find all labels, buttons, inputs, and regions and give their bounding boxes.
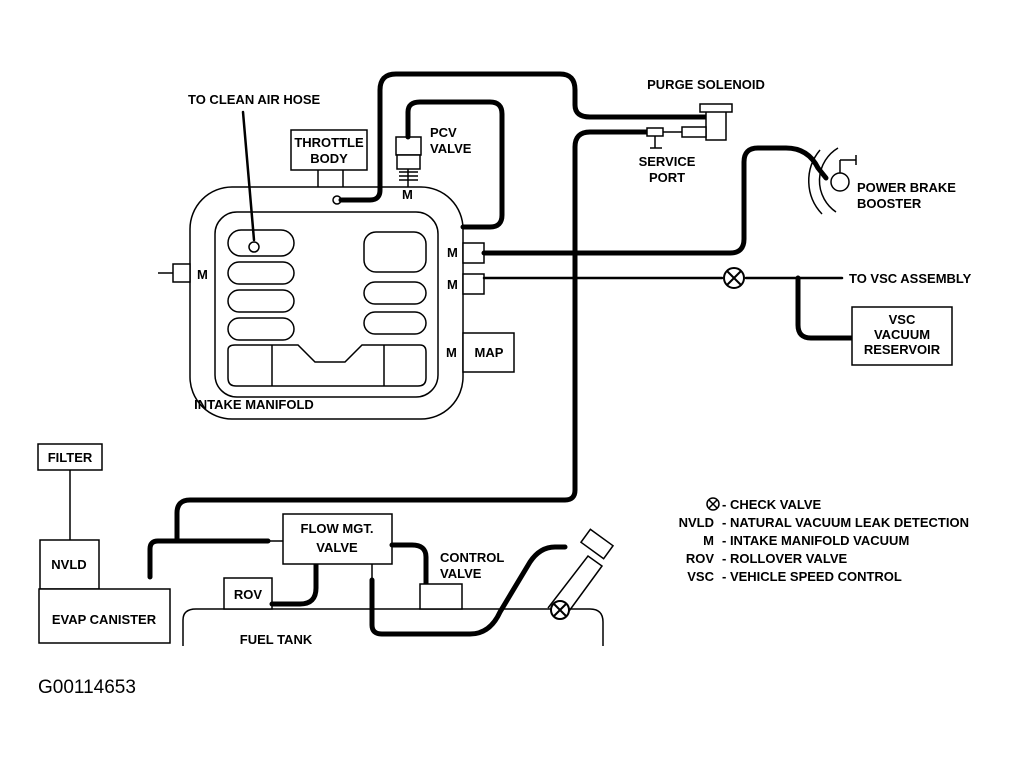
filter: FILTER — [37, 443, 103, 540]
hose-pcv-return — [405, 99, 505, 230]
nvld: NVLD — [39, 539, 100, 590]
figure-id: G00114653 — [38, 677, 136, 698]
runner-left-4 — [227, 317, 295, 341]
vsc-label: VSC — [889, 312, 916, 327]
hose-purge-to-evap — [147, 129, 663, 580]
hose-flow-mgt-to-control-valve — [389, 542, 429, 587]
body-label: BODY — [310, 151, 348, 166]
legend-m-text: - INTAKE MANIFOLD VACUUM — [722, 533, 909, 548]
flow-mgt-valve-label: VALVE — [316, 540, 358, 555]
evap-canister-label: EVAP CANISTER — [52, 612, 157, 627]
control-valve-label: VALVE — [440, 566, 482, 581]
runner-right-1 — [363, 231, 427, 273]
intake-manifold-outline — [189, 186, 464, 420]
pcv-label: PCV — [430, 125, 457, 140]
right-m-label-1: M — [447, 245, 458, 260]
intake-manifold-inner — [214, 211, 439, 398]
filter-label: FILTER — [48, 450, 93, 465]
legend-check-valve-text: - CHECK VALVE — [722, 497, 822, 512]
map-label: MAP — [475, 345, 504, 360]
runner-right-3 — [363, 311, 427, 335]
hose-rov-to-flow-mgt — [269, 560, 319, 607]
pcv-m-label: M — [402, 187, 413, 202]
booster-label: BOOSTER — [857, 196, 922, 211]
to-clean-air-hose-label: TO CLEAN AIR HOSE — [188, 92, 321, 107]
right-m-port-2 — [462, 273, 485, 295]
power-brake-booster: POWER BRAKE BOOSTER — [808, 147, 956, 215]
hose-throttle-to-purge — [338, 71, 709, 203]
map-sensor — [462, 332, 515, 373]
legend-rov-text: - ROLLOVER VALVE — [722, 551, 848, 566]
reservoir-label: RESERVOIR — [864, 342, 941, 357]
flow-mgt-valve: FLOW MGT. VALVE — [268, 513, 393, 580]
intake-manifold: INTAKE MANIFOLD — [189, 186, 464, 420]
right-m-port-1 — [462, 242, 485, 264]
purge-solenoid-label: PURGE SOLENOID — [647, 77, 765, 92]
vacuum-label: VACUUM — [874, 327, 930, 342]
left-m-port — [172, 263, 191, 283]
legend-vsc-key: VSC — [687, 569, 714, 584]
plenum — [227, 344, 427, 387]
control-valve: CONTROL VALVE — [419, 550, 504, 610]
legend-rov-key: ROV — [686, 551, 715, 566]
evap-canister: EVAP CANISTER — [38, 588, 171, 644]
filler-neck — [547, 528, 615, 620]
legend-nvld-text: - NATURAL VACUUM LEAK DETECTION — [722, 515, 969, 530]
map-m-label: M — [446, 345, 457, 360]
legend: - CHECK VALVE NVLD - NATURAL VACUUM LEAK… — [679, 497, 969, 584]
to-vsc-assembly-label: TO VSC ASSEMBLY — [849, 271, 972, 286]
rov-label: ROV — [234, 587, 263, 602]
pcv-valve-label: VALVE — [430, 141, 472, 156]
right-m-label-2: M — [447, 277, 458, 292]
intake-manifold-label: INTAKE MANIFOLD — [194, 397, 314, 412]
check-valve-icon — [723, 267, 745, 289]
vsc-vacuum-reservoir: VSC VACUUM RESERVOIR — [851, 306, 953, 366]
nvld-label: NVLD — [51, 557, 86, 572]
runner-right-2 — [363, 281, 427, 305]
fuel-tank-label: FUEL TANK — [240, 632, 313, 647]
flow-mgt-label: FLOW MGT. — [301, 521, 374, 536]
legend-m-key: M — [703, 533, 714, 548]
legend-check-valve-icon — [706, 497, 720, 511]
clean-air-hose-pointer — [241, 110, 256, 242]
clean-air-port — [248, 241, 260, 253]
throttle-body: THROTTLE BODY — [290, 129, 368, 187]
hose-to-vsc-reservoir — [795, 275, 855, 341]
throttle-label: THROTTLE — [294, 135, 364, 150]
power-brake-label: POWER BRAKE — [857, 180, 956, 195]
port-label: PORT — [649, 170, 685, 185]
legend-vsc-text: - VEHICLE SPEED CONTROL — [722, 569, 902, 584]
purge-solenoid: PURGE SOLENOID SERVICE PORT — [639, 77, 765, 185]
hose-manifold-to-brake-booster — [481, 145, 829, 256]
runner-left-1 — [227, 229, 295, 257]
service-label: SERVICE — [639, 154, 696, 169]
control-label: CONTROL — [440, 550, 504, 565]
rollover-valve: ROV — [223, 577, 273, 610]
runner-left-2 — [227, 261, 295, 285]
runner-left-3 — [227, 289, 295, 313]
hose-flow-mgt-to-filler-neck — [369, 544, 568, 637]
fuel-tank — [182, 608, 604, 646]
legend-nvld-key: NVLD — [679, 515, 714, 530]
left-m-label: M — [197, 267, 208, 282]
